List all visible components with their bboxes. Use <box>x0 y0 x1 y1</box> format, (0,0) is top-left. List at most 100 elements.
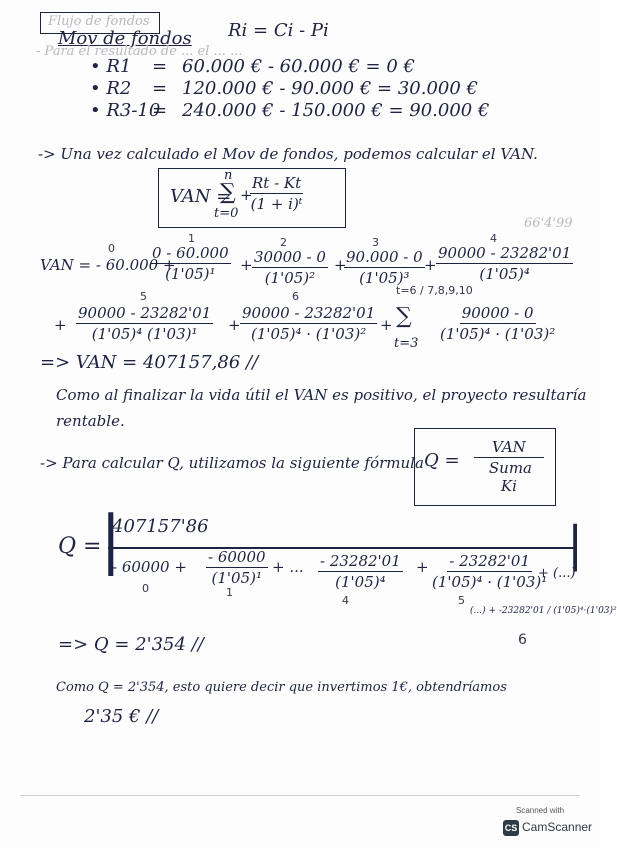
van-plus: + <box>240 186 253 204</box>
idx-6: 6 <box>292 290 299 303</box>
row-label-r2: • R2 <box>90 78 132 99</box>
van-term-4-num: 90000 - 23282'01 <box>436 244 574 264</box>
q-den-term-5: - 23282'01 (1'05)⁴ · (1'03)¹ <box>432 552 547 591</box>
q-under-5: 5 <box>458 594 465 607</box>
q-box-num: VAN <box>474 438 544 458</box>
camscanner-logo-icon: CS <box>503 820 519 836</box>
van-plus-5: + <box>54 316 67 334</box>
header-faint-note: - Para el resultado de ... el ... ... <box>36 44 243 59</box>
row-label-r1: • R1 <box>90 56 132 77</box>
q-under-4: 4 <box>342 594 349 607</box>
q-den-part-7: + (...) <box>538 566 576 581</box>
small-note: 66'4'99 <box>524 216 573 231</box>
van-term-4-den: (1'05)⁴ <box>479 265 530 283</box>
van-plus-7: + <box>380 316 393 334</box>
q-under-1: 1 <box>226 586 233 599</box>
paragraph-van-intro: -> Una vez calculado el Mov de fondos, p… <box>38 145 538 163</box>
van-formula-den: (1 + i)ᵗ <box>250 195 303 213</box>
q-den-part-1: - 60000 + <box>112 558 187 576</box>
q-calc-bracket-right: | <box>567 516 584 572</box>
van-term-6-den: (1'05)⁴ · (1'03)² <box>251 325 367 343</box>
paragraph-q-conclusion-2: 2'35 € // <box>84 706 159 727</box>
q-calc-fraction-bar <box>108 547 574 549</box>
idx-2: 2 <box>280 236 287 249</box>
q-box-lhs: Q = <box>424 450 460 471</box>
header-tab-label: Flujo de fondos <box>48 14 150 29</box>
van-sum-bottom: t=0 <box>214 206 239 221</box>
row-eq-r1: = <box>152 56 168 77</box>
van-term-4: 90000 - 23282'01 (1'05)⁴ <box>436 244 574 283</box>
row-expr-r3-10: 240.000 € - 150.000 € = 90.000 € <box>182 100 490 121</box>
q-den-term-1-num: - 60000 <box>206 548 268 568</box>
van-term-3: 90.000 - 0 (1'05)³ <box>344 248 425 287</box>
van-sigma-2: ∑ <box>396 304 412 329</box>
van-term-2-num: 30000 - 0 <box>252 248 328 268</box>
q-calc-lhs: Q = <box>58 534 102 559</box>
idx-4: 4 <box>490 232 497 245</box>
van-formula-lhs: VAN = <box>170 186 232 207</box>
van-expansion-lhs: VAN = - 60.000 + <box>40 256 176 274</box>
result-q: => Q = 2'354 // <box>58 634 204 655</box>
van-sigma: ∑ <box>220 180 236 205</box>
van-term-5-num: 90000 - 23282'01 <box>76 304 214 324</box>
header-formula: Ri = Ci - Pi <box>228 20 329 41</box>
result-van: => VAN = 407157,86 // <box>40 352 259 373</box>
idx-3: 3 <box>372 236 379 249</box>
q-den-part-5: + <box>416 558 429 576</box>
van-term-3-den: (1'05)³ <box>359 269 410 287</box>
q-den-term-4: - 23282'01 (1'05)⁴ <box>318 552 403 591</box>
scanner-label: Scanned with <box>516 806 565 815</box>
idx-1: 1 <box>188 232 195 245</box>
q-den-term-5-num: - 23282'01 <box>447 552 532 572</box>
q-under-6: 6 <box>518 632 527 648</box>
q-den-part-3: + ... <box>272 558 304 576</box>
idx-7: t=6 / 7,8,9,10 <box>396 284 473 297</box>
paragraph-conclusion-2: rentable. <box>56 412 125 430</box>
van-formula-box <box>158 168 346 228</box>
van-sum-top: n <box>224 168 233 183</box>
van-formula-num: Rt - Kt <box>250 174 304 194</box>
q-under-0: 0 <box>142 582 149 595</box>
van-formula-fraction: Rt - Kt (1 + i)ᵗ <box>250 174 304 213</box>
q-calc-bracket: | <box>100 503 122 577</box>
scanner-brand: CamScanner <box>522 820 593 834</box>
van-term-1-num: 0 - 60.000 <box>150 244 231 264</box>
row-expr-r1: 60.000 € - 60.000 € = 0 € <box>182 56 415 77</box>
q-calc-tail: (...) + -23282'01 / (1'05)⁴·(1'03)² <box>470 606 617 616</box>
page-bottom-line <box>20 795 580 796</box>
van-term-7-den: (1'05)⁴ · (1'03)² <box>440 325 556 343</box>
q-box-fraction: VAN Suma Ki <box>474 438 544 495</box>
q-den-term-1: - 60000 (1'05)¹ <box>206 548 268 587</box>
scanned-page: Flujo de fondos Mov de fondos Ri = Ci - … <box>20 12 617 840</box>
q-den-term-4-num: - 23282'01 <box>318 552 403 572</box>
idx-5: 5 <box>140 290 147 303</box>
van-term-7: 90000 - 0 (1'05)⁴ · (1'03)² <box>440 304 555 343</box>
row-expr-r2: 120.000 € - 90.000 € = 30.000 € <box>182 78 478 99</box>
q-den-term-1-den: (1'05)¹ <box>211 569 263 587</box>
van-term-6-num: 90000 - 23282'01 <box>240 304 378 324</box>
van-term-6: 90000 - 23282'01 (1'05)⁴ · (1'03)² <box>240 304 378 343</box>
van-term-5: 90000 - 23282'01 (1'05)⁴ (1'03)¹ <box>76 304 214 343</box>
row-eq-r2: = <box>152 78 168 99</box>
van-plus-2: + <box>240 256 253 274</box>
q-formula-box <box>414 428 556 506</box>
q-den-term-5-den: (1'05)⁴ · (1'03)¹ <box>432 573 548 591</box>
header-title: Mov de fondos <box>58 28 192 49</box>
van-plus-4: + <box>424 256 437 274</box>
van-plus-6: + <box>228 316 241 334</box>
van-term-2-den: (1'05)² <box>264 269 316 287</box>
q-box-den: Suma Ki <box>488 459 532 495</box>
van-plus-3: + <box>334 256 347 274</box>
van-term-2: 30000 - 0 (1'05)² <box>252 248 328 287</box>
camscanner-badge: Scanned with CS CamScanner <box>500 806 593 840</box>
van-term-1-den: (1'05)¹ <box>165 265 216 283</box>
row-eq-r3-10: = <box>152 100 168 121</box>
van-term-5-den: (1'05)⁴ (1'03)¹ <box>91 325 198 343</box>
q-calc-top: 407157'86 <box>112 516 209 537</box>
paragraph-q-intro: -> Para calcular Q, utilizamos la siguie… <box>40 454 424 472</box>
header-tab-box <box>40 12 160 34</box>
van-term-1: 0 - 60.000 (1'05)¹ <box>150 244 231 283</box>
q-den-term-4-den: (1'05)⁴ <box>335 573 386 591</box>
van-sum-bottom-2: t=3 <box>394 336 419 351</box>
van-term-3-num: 90.000 - 0 <box>344 248 425 268</box>
